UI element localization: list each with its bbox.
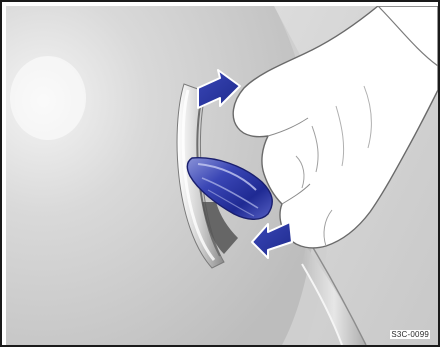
figure-code-label: S3C-0099	[390, 330, 430, 339]
fuel-flap-illustration	[6, 6, 438, 345]
